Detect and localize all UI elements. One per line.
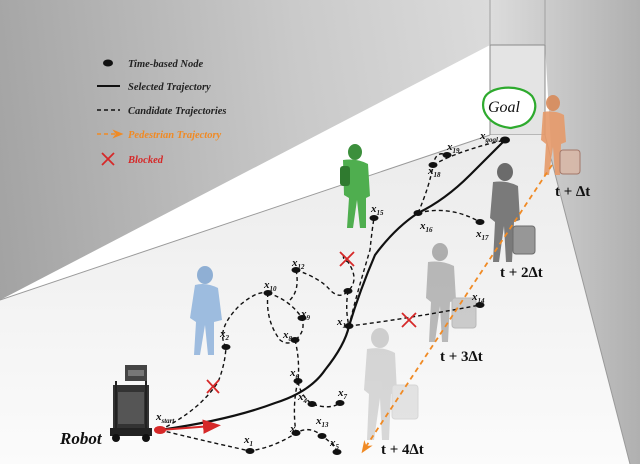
node-17 bbox=[475, 219, 485, 225]
node-12 bbox=[291, 267, 301, 273]
floor bbox=[0, 135, 630, 464]
node-9 bbox=[297, 315, 307, 321]
legend-node-label: Time-based Node bbox=[128, 59, 203, 70]
node-11 bbox=[344, 323, 354, 329]
label-1: x1 bbox=[243, 434, 253, 448]
label-17: x17 bbox=[475, 228, 489, 242]
label-8: x8 bbox=[282, 329, 293, 343]
label-15: x15 bbox=[370, 203, 384, 217]
node-start bbox=[154, 426, 166, 434]
label-goal: xgoal bbox=[479, 130, 498, 144]
blocked-marker-1 bbox=[206, 379, 220, 394]
node-18 bbox=[428, 162, 438, 168]
node-14 bbox=[475, 302, 485, 308]
node-3 bbox=[291, 430, 301, 436]
pedestrian-dark-1 bbox=[490, 163, 536, 262]
label-11: x11 bbox=[336, 316, 349, 330]
left-wall bbox=[0, 0, 490, 300]
candidate-path-11 bbox=[348, 217, 375, 327]
legend-candidate-label: Candidate Trajectories bbox=[128, 106, 226, 117]
node-15 bbox=[369, 215, 379, 221]
pedestrian-trajectory bbox=[361, 164, 553, 454]
blocked-marker-3 bbox=[401, 312, 417, 328]
candidate-path-7 bbox=[295, 252, 355, 296]
node-16 bbox=[413, 210, 423, 216]
label-14: x14 bbox=[471, 291, 485, 305]
candidate-path-9 bbox=[346, 290, 350, 327]
legend-blocked-cross bbox=[101, 152, 115, 166]
label-18: x18 bbox=[427, 165, 441, 179]
label-start: xstart bbox=[155, 411, 175, 425]
pedestrian-grey-3 bbox=[364, 328, 419, 440]
blocked-markers bbox=[206, 251, 417, 394]
label-10: x10 bbox=[263, 279, 277, 293]
node-goal bbox=[500, 136, 510, 144]
label-13: x13 bbox=[315, 415, 329, 429]
legend-blocked-label: Blocked bbox=[127, 155, 164, 166]
time-label-3: t + 3∆t bbox=[440, 349, 483, 365]
pedestrian-blue bbox=[190, 266, 222, 355]
node-7 bbox=[335, 400, 345, 406]
label-5: x5 bbox=[329, 437, 340, 451]
legend: Time-based Node Selected Trajectory Cand… bbox=[97, 59, 226, 166]
node-5 bbox=[332, 449, 342, 455]
label-16: x16 bbox=[419, 220, 433, 234]
legend-selected-label: Selected Trajectory bbox=[128, 82, 211, 93]
selected-trajectory bbox=[159, 139, 506, 432]
time-label-4: t + 4∆t bbox=[381, 442, 424, 458]
robot-heading-arrow bbox=[159, 419, 221, 434]
candidate-path-12 bbox=[417, 209, 481, 223]
goal-marker: Goal bbox=[482, 86, 537, 130]
label-3: x3 bbox=[289, 423, 300, 437]
pedestrian-orange bbox=[541, 95, 581, 175]
node-4 bbox=[307, 401, 317, 407]
pedestrian-grey-2 bbox=[426, 243, 477, 342]
blocked-marker-2 bbox=[339, 251, 355, 267]
candidate-path-8 bbox=[289, 269, 298, 301]
label-4: x4 bbox=[297, 391, 308, 405]
node-1 bbox=[245, 448, 255, 454]
legend-pedestrian-label: Pedestrian Trajectory bbox=[128, 130, 222, 141]
node-19 bbox=[442, 152, 452, 158]
goal-pin-icon bbox=[482, 86, 537, 130]
label-7: x7 bbox=[337, 387, 348, 401]
node-2 bbox=[221, 344, 231, 350]
node-6 bbox=[293, 378, 303, 384]
goal-label: Goal bbox=[488, 99, 521, 116]
robot-label: Robot bbox=[59, 429, 103, 448]
candidate-path-3 bbox=[266, 292, 296, 344]
label-6: x6 bbox=[289, 367, 300, 381]
time-label-1: t + ∆t bbox=[555, 184, 590, 200]
label-12: x12 bbox=[291, 257, 305, 271]
label-19: x19 bbox=[446, 141, 460, 155]
node-8 bbox=[290, 337, 300, 343]
nodes bbox=[154, 136, 510, 455]
pedestrian-green bbox=[340, 144, 370, 228]
node-labels: xstart x1 x2 x3 x4 x5 x6 x7 x8 x9 x10 x1… bbox=[155, 130, 498, 451]
candidate-path-4 bbox=[294, 339, 341, 408]
label-2: x2 bbox=[219, 328, 230, 342]
legend-node-marker bbox=[103, 59, 113, 67]
time-label-2: t + 2∆t bbox=[500, 265, 543, 281]
robot bbox=[110, 365, 152, 442]
node-extra bbox=[343, 288, 353, 294]
label-9: x9 bbox=[300, 308, 311, 322]
node-10 bbox=[263, 290, 273, 296]
node-13 bbox=[317, 433, 327, 439]
